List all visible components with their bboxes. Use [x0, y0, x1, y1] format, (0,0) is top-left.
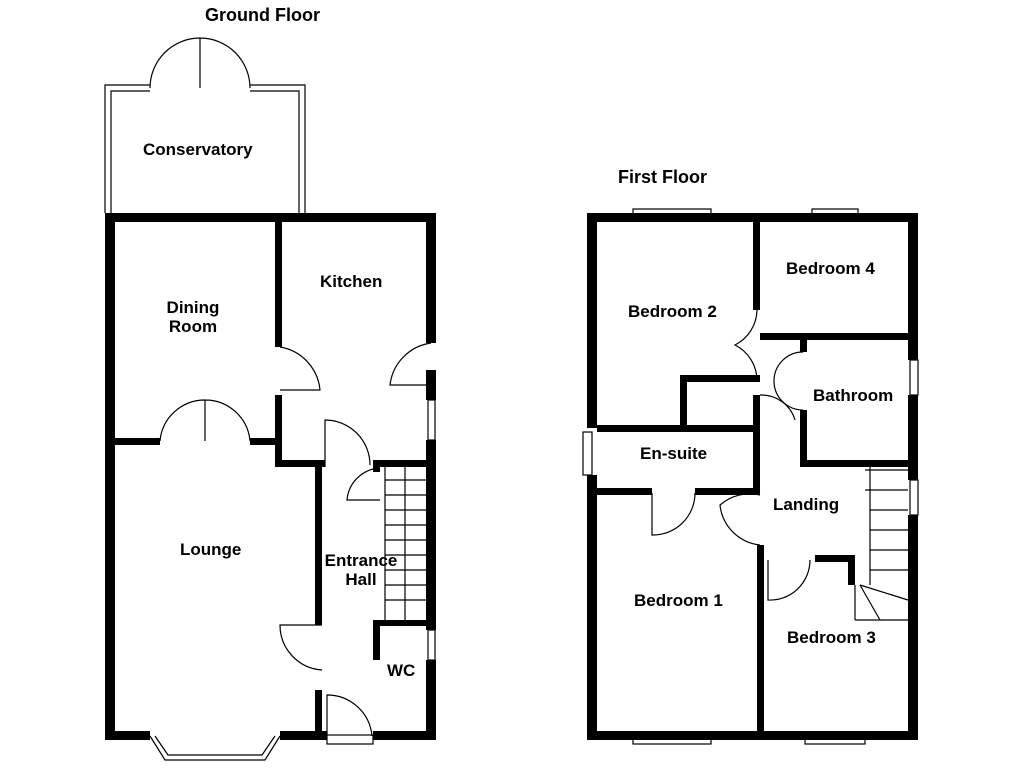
entrance-hall-line-1: Entrance [324, 551, 398, 570]
room-label-dining-room: Dining Room [163, 298, 223, 336]
room-label-kitchen: Kitchen [320, 272, 383, 291]
first-floor-walls [587, 213, 918, 740]
room-label-bedroom-1: Bedroom 1 [634, 591, 723, 610]
entrance-hall-line-2: Hall [345, 570, 377, 589]
first-floor-title: First Floor [618, 167, 707, 187]
dining-room-line-2: Room [168, 317, 218, 336]
first-floor-details [582, 208, 919, 745]
dining-room-line-1: Dining [166, 298, 220, 317]
room-label-bedroom-4: Bedroom 4 [786, 259, 875, 278]
room-label-bathroom: Bathroom [813, 386, 894, 405]
room-label-bedroom-3: Bedroom 3 [787, 628, 876, 647]
ground-floor-title: Ground Floor [205, 5, 320, 25]
room-label-conservatory: Conservatory [143, 140, 253, 159]
room-label-lounge: Lounge [180, 540, 242, 559]
room-label-entrance-hall: Entrance Hall [320, 551, 402, 589]
room-label-en-suite: En-suite [640, 444, 708, 463]
room-label-wc: WC [387, 661, 416, 680]
room-label-landing: Landing [773, 495, 840, 514]
ground-floor-details [104, 37, 436, 761]
room-label-bedroom-2: Bedroom 2 [628, 302, 717, 321]
